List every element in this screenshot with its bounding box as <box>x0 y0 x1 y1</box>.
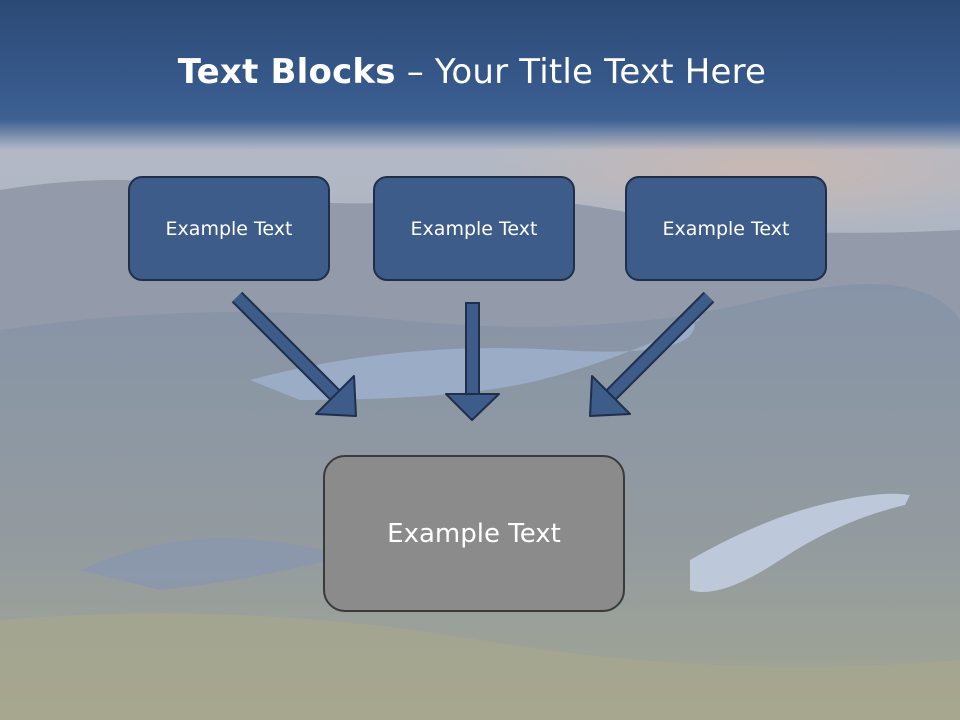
title-bar <box>0 0 960 150</box>
title-rest: Your Title Text Here <box>434 52 767 92</box>
text-block-left-label: Example Text <box>165 217 293 240</box>
arrow-right-icon <box>589 291 715 417</box>
title-bold: Text Blocks <box>177 52 396 92</box>
text-block-right-label: Example Text <box>662 217 790 240</box>
text-block-bottom-label: Example Text <box>387 518 561 549</box>
arrow-center-icon <box>445 302 500 421</box>
title-dash: – <box>395 52 435 92</box>
arrow-left-icon <box>231 291 357 417</box>
text-block-left[interactable]: Example Text <box>128 176 330 281</box>
text-block-center[interactable]: Example Text <box>373 176 575 281</box>
text-block-bottom[interactable]: Example Text <box>323 455 625 612</box>
text-block-right[interactable]: Example Text <box>625 176 827 281</box>
text-block-center-label: Example Text <box>410 217 538 240</box>
slide-title: Text Blocks – Your Title Text Here <box>0 52 944 92</box>
